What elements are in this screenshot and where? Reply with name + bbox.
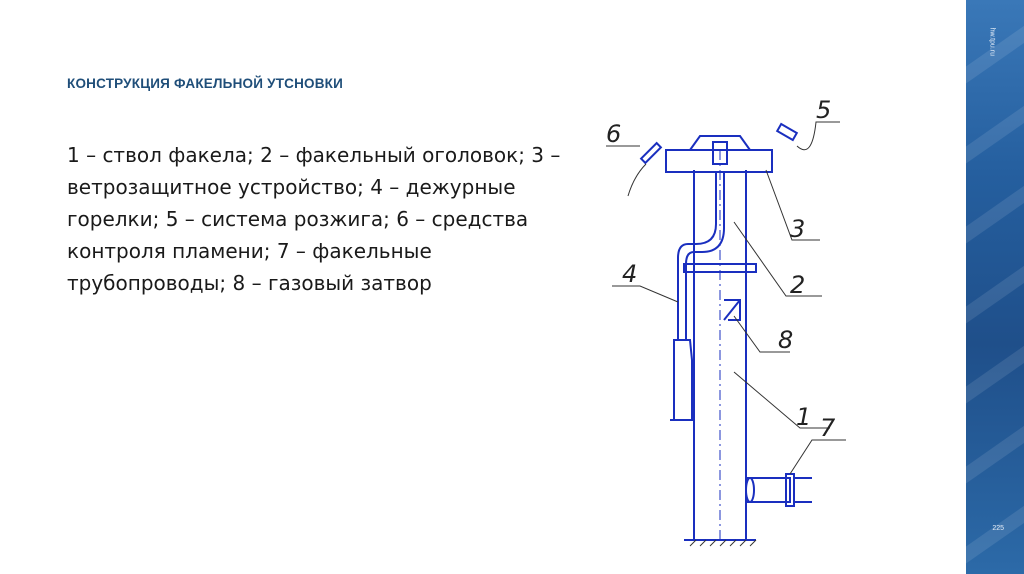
label-5: 5 — [816, 96, 831, 124]
label-3: 3 — [790, 215, 805, 243]
side-label: hw.tpu.ru — [988, 27, 995, 56]
label-7: 7 — [820, 414, 836, 442]
label-6: 6 — [606, 120, 621, 148]
label-8: 8 — [778, 326, 793, 354]
flare-diagram: 1 2 3 4 5 6 7 8 — [606, 96, 846, 547]
base-hatch — [689, 539, 757, 547]
callout-labels: 1 2 3 4 5 6 7 8 — [606, 96, 836, 442]
slide-title: КОНСТРУКЦИЯ ФАКЕЛЬНОЙ УТСНОВКИ — [67, 76, 344, 91]
leader-lines — [606, 121, 846, 475]
flare-structure — [639, 122, 812, 541]
decorative-side-band — [966, 0, 1024, 574]
label-2: 2 — [790, 271, 805, 299]
legend-text: 1 – ствол факела; 2 – факельный оголовок… — [67, 143, 561, 295]
label-4: 4 — [622, 260, 637, 288]
label-1: 1 — [796, 403, 811, 431]
page-number: 225 — [992, 525, 1004, 532]
